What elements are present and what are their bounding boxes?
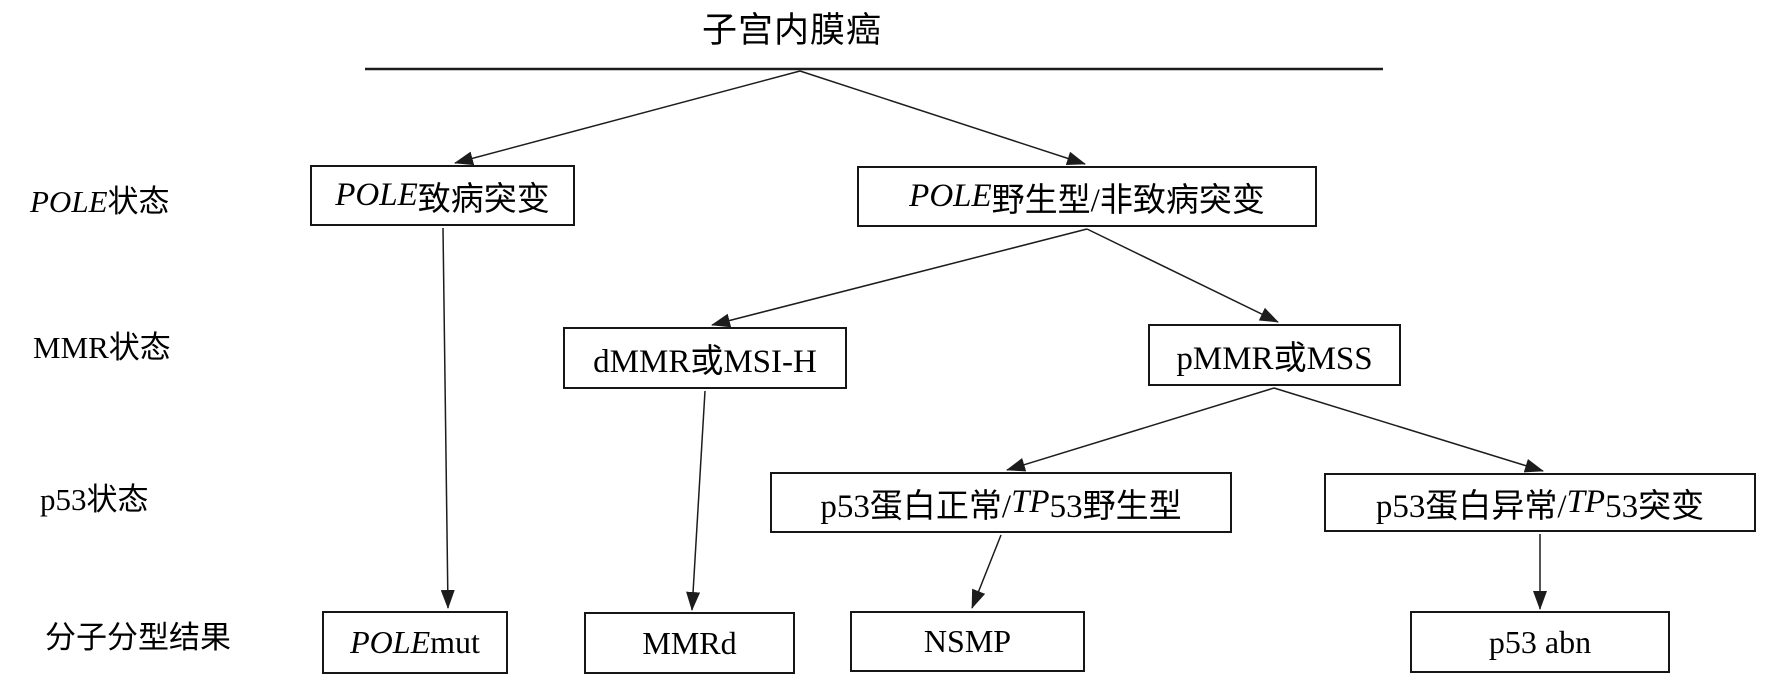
box-label-part: 野生型/非致病突变 [991, 182, 1265, 219]
box-pmmr-mss: pMMR或MSS [1148, 324, 1401, 386]
row-label-part: POLE [30, 184, 108, 219]
box-result-nsmp: NSMP [850, 611, 1085, 672]
box-label-part: dMMR或MSI-H [593, 344, 817, 380]
arrow-pole-wildtype-to-dmmr [711, 228, 1088, 328]
row-label-part: MMR状态 [33, 330, 171, 365]
box-result-p53-abn: p53 abn [1410, 611, 1670, 673]
row-label-p53-status: p53状态 [40, 480, 149, 520]
arrow-pole-wildtype-to-pmmr [1086, 228, 1279, 323]
arrow-p53-normal-to-nsmp [971, 534, 1002, 609]
box-label-part: 致病突变 [417, 181, 550, 218]
arrow-dmmr-to-mmrd [686, 390, 706, 611]
arrow-pole-pathogenic-to-pole-mut [440, 227, 455, 609]
box-dmmr-msih: dMMR或MSI-H [563, 327, 847, 389]
arrow-pmmr-to-p53-normal [1006, 387, 1275, 472]
arrow-root-to-pole-wildtype [799, 70, 1086, 166]
box-label-part: mut [430, 624, 480, 660]
box-label-part: TP [1011, 484, 1050, 520]
box-result-pole-mut: POLE mut [322, 611, 508, 674]
box-label-part: pMMR或MSS [1176, 341, 1373, 377]
row-label-part: 状态 [107, 184, 170, 219]
box-result-mmrd: MMRd [584, 612, 795, 674]
row-label-molecular-result: 分子分型结果 [45, 618, 231, 658]
box-label-part: POLE [909, 178, 992, 214]
box-label-part: 53野生型 [1049, 488, 1182, 525]
box-label-part: 53突变 [1605, 488, 1705, 525]
row-label-pole-status: POLE状态 [30, 182, 170, 222]
box-label-part: POLE [335, 177, 418, 213]
row-label-part: 分子分型结果 [45, 620, 231, 655]
box-label-part: p53蛋白异常/ [1375, 488, 1567, 525]
box-label-part: MMRd [642, 624, 737, 661]
box-label-part: POLE [350, 624, 431, 660]
box-label-part: NSMP [923, 623, 1012, 659]
box-label-part: p53蛋白正常/ [820, 488, 1012, 525]
diagram-title: 子宫内膜癌 [701, 11, 882, 50]
row-label-part: p53状态 [40, 482, 149, 517]
arrow-pmmr-to-p53-abnormal [1273, 387, 1544, 473]
row-label-mmr-status: MMR状态 [33, 328, 171, 368]
box-label-part: p53 abn [1488, 623, 1592, 660]
arrow-root-to-pole-pathogenic [454, 70, 801, 166]
box-label-part: TP [1566, 484, 1606, 520]
